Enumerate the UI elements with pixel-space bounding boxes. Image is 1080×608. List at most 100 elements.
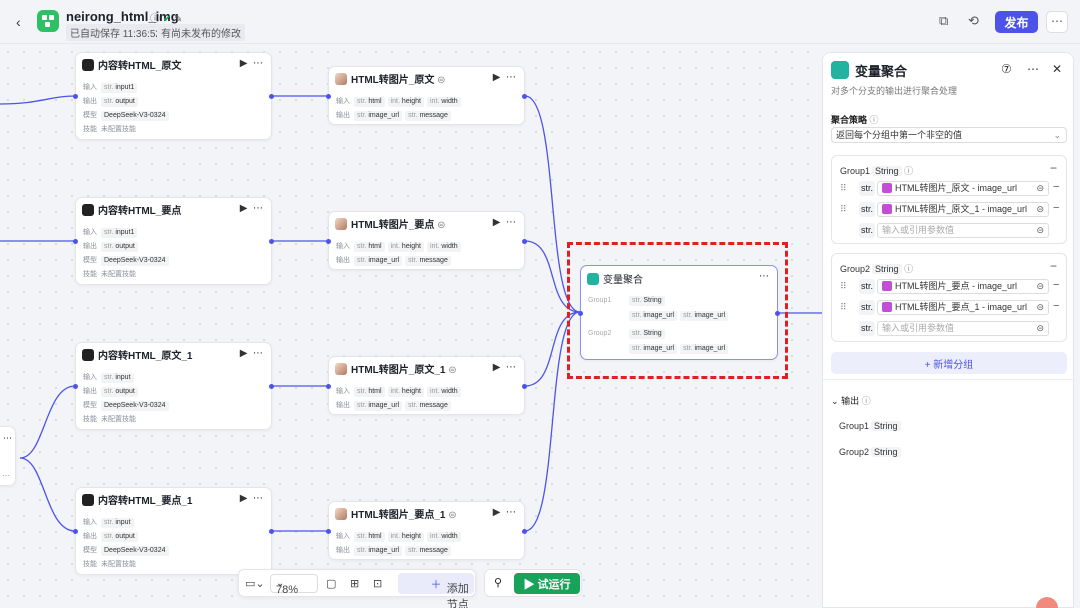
comment-icon[interactable]: ▢: [326, 578, 337, 590]
input-port[interactable]: [326, 239, 331, 244]
zoom-fit-icon[interactable]: ⊡: [373, 578, 383, 590]
variable-picker-icon[interactable]: ⊝: [1036, 204, 1044, 214]
new-variable-field[interactable]: 输入或引用参数值⊝: [877, 321, 1049, 336]
copy-icon[interactable]: ⧉: [939, 13, 949, 28]
drag-handle-icon[interactable]: ⠿: [840, 281, 847, 291]
type-badge[interactable]: str.: [859, 279, 875, 294]
remove-variable-icon[interactable]: −: [1053, 300, 1060, 312]
drag-handle-icon[interactable]: ⠿: [840, 302, 847, 312]
node-more-icon[interactable]: ⋯: [506, 72, 516, 83]
output-port[interactable]: [269, 94, 274, 99]
new-variable-field[interactable]: 输入或引用参数值⊝: [877, 223, 1049, 238]
variable-picker-icon[interactable]: ⊝: [1036, 225, 1044, 235]
type-badge[interactable]: str.: [859, 223, 875, 238]
output-port[interactable]: [522, 239, 527, 244]
minimap-icon[interactable]: ▭⌄: [245, 578, 265, 590]
assistant-avatar[interactable]: [1036, 597, 1058, 608]
add-node-button[interactable]: ＋ 添加节点: [398, 573, 474, 608]
add-group-button[interactable]: + 新增分组: [831, 352, 1067, 374]
layout-icon[interactable]: ⊞: [350, 578, 360, 590]
variable-reference-field[interactable]: HTML转图片_要点 - image_url⊝: [877, 279, 1049, 294]
node-more-icon[interactable]: ⋯: [506, 217, 516, 228]
variable-reference-field[interactable]: HTML转图片_要点_1 - image_url⊝: [877, 300, 1049, 315]
output-port[interactable]: [269, 384, 274, 389]
node-more-icon[interactable]: ⋯: [253, 493, 263, 504]
remove-group-icon[interactable]: −: [1049, 259, 1057, 273]
help-icon[interactable]: ⑦: [1001, 62, 1012, 76]
remove-variable-icon[interactable]: −: [1053, 181, 1060, 193]
output-port[interactable]: [269, 239, 274, 244]
remove-variable-icon[interactable]: −: [1053, 279, 1060, 291]
run-icon[interactable]: ▶: [492, 72, 501, 83]
type-badge[interactable]: str.: [859, 181, 875, 196]
output-port[interactable]: [269, 529, 274, 534]
back-icon[interactable]: ‹: [16, 14, 21, 30]
more-icon[interactable]: ⋯: [1027, 62, 1039, 76]
node-more-icon[interactable]: ⋯: [253, 348, 263, 359]
remove-group-icon[interactable]: −: [1049, 161, 1057, 175]
node-more-icon[interactable]: ⋯: [253, 203, 263, 214]
variable-reference-field[interactable]: HTML转图片_原文 - image_url⊝: [877, 181, 1049, 196]
more-button[interactable]: ⋯: [1046, 11, 1068, 33]
output-port[interactable]: [775, 311, 780, 316]
input-port[interactable]: [73, 384, 78, 389]
node-more-icon[interactable]: ⋯: [759, 271, 769, 282]
info-icon[interactable]: ⓘ: [150, 14, 160, 25]
run-icon[interactable]: ▶: [492, 362, 501, 373]
info-icon[interactable]: ⓘ: [904, 166, 914, 176]
type-badge[interactable]: str.: [859, 202, 875, 217]
chevron-down-icon[interactable]: ⌄: [831, 396, 839, 406]
start-node-partial[interactable]: ⋯ ⋯: [0, 426, 16, 486]
zoom-select[interactable]: 78% ⌄: [270, 574, 318, 596]
run-icon[interactable]: ▶: [239, 203, 248, 214]
node-more-icon[interactable]: ⋯: [506, 507, 516, 518]
remove-variable-icon[interactable]: −: [1053, 202, 1060, 214]
close-icon[interactable]: ✕: [1052, 62, 1063, 76]
variable-picker-icon[interactable]: ⊝: [1036, 183, 1044, 193]
variable-picker-icon[interactable]: ⊝: [1036, 323, 1044, 333]
variable-reference-field[interactable]: HTML转图片_原文_1 - image_url⊝: [877, 202, 1049, 217]
publish-button[interactable]: 发布: [995, 11, 1038, 33]
input-port[interactable]: [326, 384, 331, 389]
run-icon[interactable]: ▶: [492, 217, 501, 228]
test-run-button[interactable]: ▶ 试运行: [514, 573, 580, 594]
input-port[interactable]: [326, 94, 331, 99]
output-port[interactable]: [522, 384, 527, 389]
run-icon[interactable]: ▶: [239, 493, 248, 504]
strategy-select[interactable]: 返回每个分组中第一个非空的值⌄: [831, 127, 1067, 143]
input-port[interactable]: [73, 239, 78, 244]
output-port[interactable]: [522, 529, 527, 534]
drag-handle-icon[interactable]: ⠿: [840, 183, 847, 193]
node-more-icon[interactable]: ⋯: [3, 433, 12, 443]
info-icon[interactable]: ⓘ: [904, 264, 914, 274]
node-more-icon[interactable]: ⋯: [253, 58, 263, 69]
variable-picker-icon[interactable]: ⊝: [1036, 302, 1044, 312]
input-port[interactable]: [578, 311, 583, 316]
info-icon[interactable]: ⓘ: [861, 396, 871, 406]
variable-picker-icon[interactable]: ⊝: [1036, 281, 1044, 291]
edit-icon[interactable]: ✎: [173, 14, 183, 25]
output-port[interactable]: [522, 94, 527, 99]
run-icon[interactable]: ▶: [492, 507, 501, 518]
run-icon[interactable]: ▶: [239, 58, 248, 69]
history-icon[interactable]: ⟲: [968, 13, 979, 28]
node-more-icon[interactable]: ⋯: [506, 362, 516, 373]
input-port[interactable]: [326, 529, 331, 534]
info-icon[interactable]: ⓘ: [869, 115, 879, 125]
type-badge[interactable]: str.: [859, 300, 875, 315]
run-icon[interactable]: ▶: [239, 348, 248, 359]
input-port[interactable]: [73, 529, 78, 534]
drag-handle-icon[interactable]: ⠿: [840, 204, 847, 214]
input-port[interactable]: [73, 94, 78, 99]
type-badge[interactable]: str.: [859, 321, 875, 336]
wrench-icon[interactable]: ⚲: [494, 577, 503, 589]
